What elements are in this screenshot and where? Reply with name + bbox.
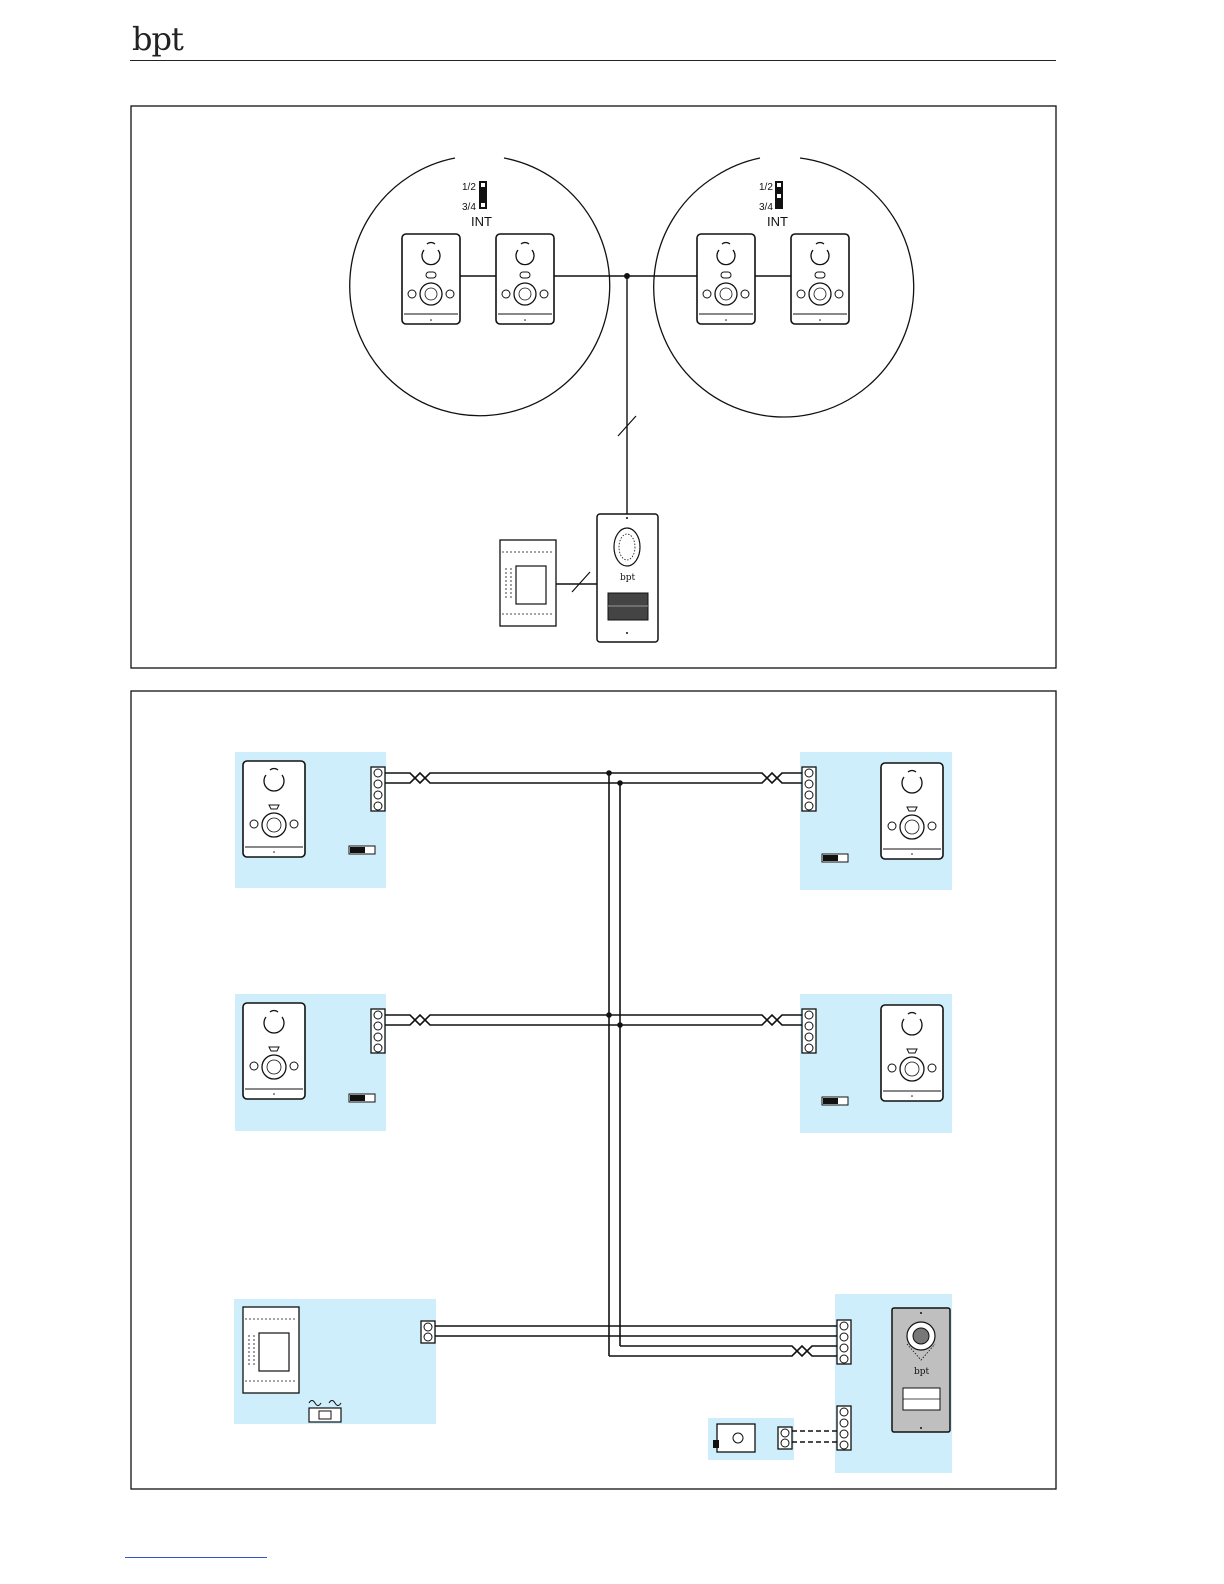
jumper-icon — [349, 1094, 375, 1102]
jumper-caption: INT — [767, 214, 788, 229]
electric-lock-icon — [713, 1424, 755, 1452]
terminal-block-icon — [371, 1009, 385, 1053]
jumper-label-b: 3/4 — [759, 202, 773, 213]
jumper-icon — [479, 181, 487, 209]
svg-text:bpt: bpt — [620, 573, 636, 583]
jumper-label-a: 1/2 — [759, 182, 773, 193]
handset-icon — [402, 234, 460, 324]
footer-link-underline — [125, 1557, 267, 1558]
terminal-block-icon — [371, 767, 385, 811]
power-supply-icon — [243, 1307, 299, 1393]
terminal-block-icon — [802, 767, 816, 811]
terminal-block-icon — [837, 1320, 851, 1364]
jumper-label-b: 3/4 — [462, 202, 476, 213]
handset-icon — [791, 234, 849, 324]
jumper-caption: INT — [471, 214, 492, 229]
handset-icon — [243, 1003, 305, 1099]
jumper-icon — [775, 181, 783, 209]
terminal-block-icon — [837, 1406, 851, 1450]
jumper-icon — [349, 846, 375, 854]
jumper-label-a: 1/2 — [462, 182, 476, 193]
jumper-icon — [822, 1097, 848, 1105]
terminal-block-icon — [778, 1427, 792, 1449]
terminal-block-icon — [802, 1009, 816, 1053]
svg-text:bpt: bpt — [914, 1367, 930, 1377]
jumper-icon — [822, 854, 848, 862]
handset-icon — [243, 761, 305, 857]
door-station-icon: bpt — [597, 514, 658, 642]
power-supply-icon — [500, 540, 556, 626]
handset-icon — [496, 234, 554, 324]
handset-icon — [881, 763, 943, 859]
handset-icon — [881, 1005, 943, 1101]
handset-icon — [697, 234, 755, 324]
door-station-icon: bpt — [892, 1308, 950, 1432]
terminal-block-icon — [421, 1321, 435, 1343]
